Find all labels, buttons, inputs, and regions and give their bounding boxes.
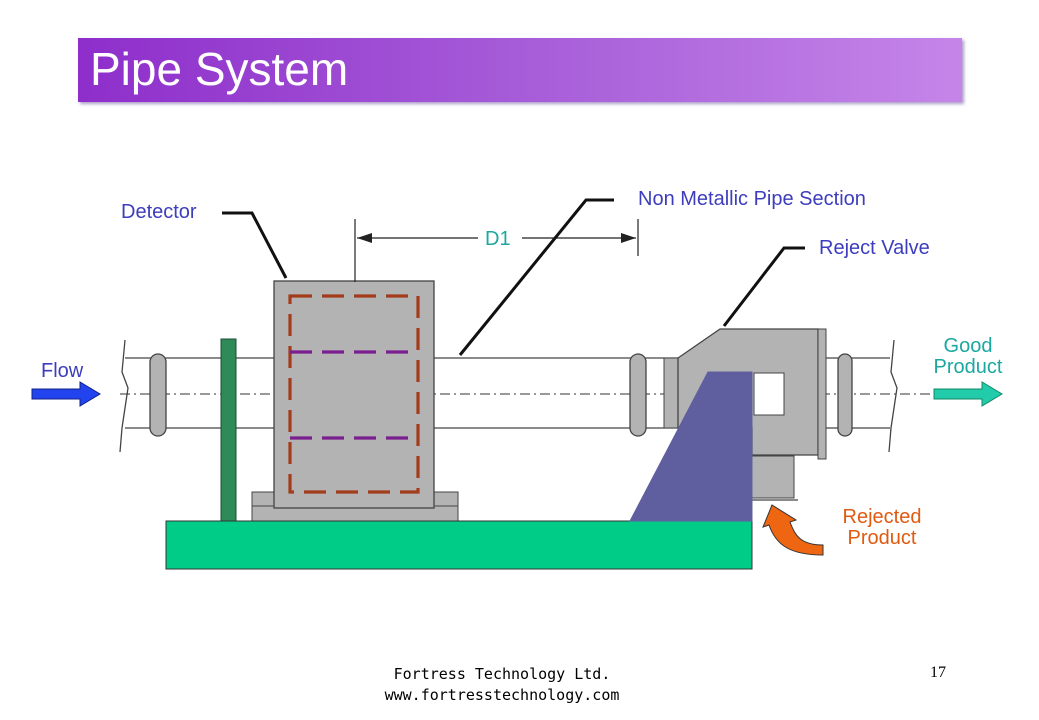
- good-product-label: Good Product: [916, 336, 1020, 378]
- reject-valve-window: [753, 372, 785, 416]
- page-number: 17: [930, 664, 946, 681]
- good-product-label-line2: Product: [933, 356, 1003, 378]
- flow-label: Flow: [41, 360, 84, 382]
- detector-leader: [222, 211, 288, 279]
- pipe-flange-middle: [629, 353, 647, 437]
- good-product-arrow: [933, 381, 1003, 407]
- rejected-product-label-line1: Rejected: [842, 506, 922, 528]
- d1-arrow-right: [621, 233, 636, 243]
- reject-valve-flange: [817, 328, 827, 460]
- footer-company: Fortress Technology Ltd.: [393, 665, 611, 683]
- leader-lines: [222, 198, 805, 356]
- reject-valve-label: Reject Valve: [819, 237, 930, 259]
- non-metallic-pipe-section-label: Non Metallic Pipe Section: [638, 188, 866, 210]
- pipe-flange-right: [837, 353, 853, 437]
- reject-outlet: [751, 455, 795, 499]
- d1-arrow-left: [357, 233, 372, 243]
- rejected-product-label-line2: Product: [847, 527, 917, 549]
- page-title: Pipe System: [90, 43, 349, 95]
- diverted-product-flow: [629, 371, 753, 522]
- pipe-section-leader: [458, 198, 614, 356]
- pipe-flange-left: [149, 353, 167, 437]
- detector-coils: [288, 294, 420, 494]
- d1-label: D1: [485, 228, 511, 250]
- flow-arrow: [31, 381, 101, 407]
- rejected-product-arrow: [762, 504, 824, 556]
- reject-valve-leader: [722, 246, 805, 327]
- footer: Fortress Technology Ltd. www.fortresstec…: [374, 664, 630, 706]
- machine-base: [165, 520, 753, 570]
- d1-dimension: [354, 219, 639, 282]
- title-bar: Pipe System: [78, 38, 962, 102]
- good-product-label-line1: Good: [943, 335, 993, 357]
- valve-connector-plate: [663, 357, 679, 429]
- rejected-product-label: Rejected Product: [826, 507, 938, 549]
- detector-head: [273, 280, 435, 509]
- support-post: [220, 338, 237, 523]
- footer-website: www.fortresstechnology.com: [384, 686, 620, 704]
- detector-label: Detector: [121, 201, 197, 223]
